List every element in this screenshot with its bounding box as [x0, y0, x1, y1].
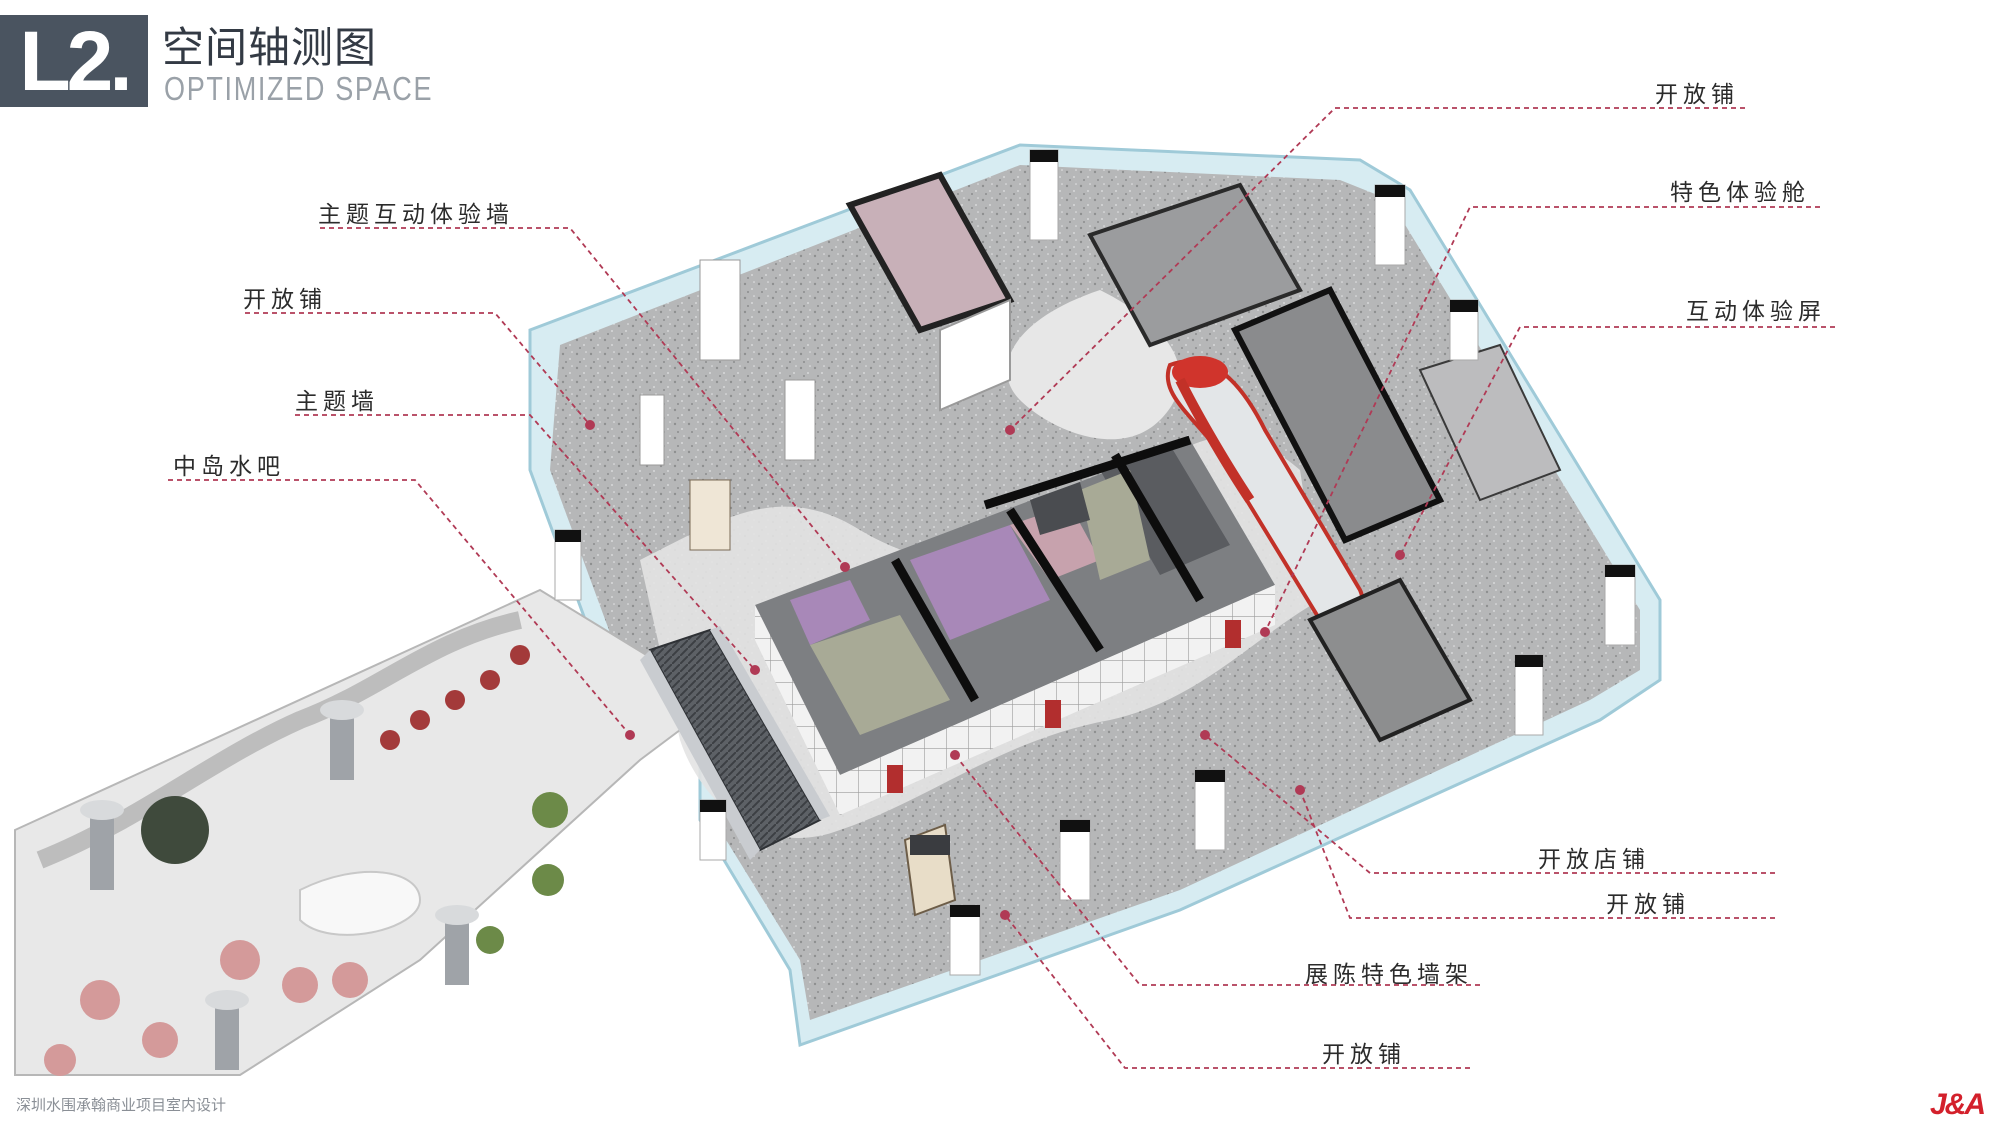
callout-open-shop-left: 开放铺: [243, 287, 327, 313]
company-logo: J&A: [1930, 1088, 1986, 1121]
callout-open-shop-right: 开放铺: [1606, 892, 1690, 918]
callout-display-rack: 展陈特色墙架: [1305, 962, 1473, 988]
page-subtitle: OPTIMIZED SPACE: [164, 70, 434, 107]
escalator: [640, 626, 830, 860]
callout-theme-wall: 主题墙: [295, 389, 379, 415]
top-shop-walls: [639, 171, 1015, 551]
project-footer: 深圳水围承翰商业项目室内设计: [16, 1096, 227, 1114]
callout-open-shop-top: 开放铺: [1655, 82, 1739, 108]
leader-dots: [585, 420, 1405, 920]
callout-open-store: 开放店铺: [1538, 847, 1650, 873]
callout-feature-pod: 特色体验舱: [1670, 180, 1810, 206]
left-walkway: [14, 588, 722, 1076]
leader-lines: [168, 107, 1835, 1069]
planters: [141, 792, 568, 954]
seating-pods: [44, 645, 530, 1076]
callout-open-shop-bottom: 开放铺: [1322, 1042, 1406, 1068]
page-title: 空间轴测图: [162, 23, 378, 72]
walkway-columns: [80, 700, 479, 1070]
pillars: [554, 149, 1636, 976]
level-badge: L2.: [0, 15, 148, 107]
callout-interactive-screen: 互动体验屏: [1686, 299, 1826, 325]
callout-theme-interactive-wall: 主题互动体验墙: [318, 202, 514, 228]
callout-island-water-bar: 中岛水吧: [173, 454, 285, 480]
central-store-block: [755, 435, 1275, 815]
bottom-display-block: [903, 823, 957, 917]
right-store-cluster: [1087, 182, 1562, 743]
